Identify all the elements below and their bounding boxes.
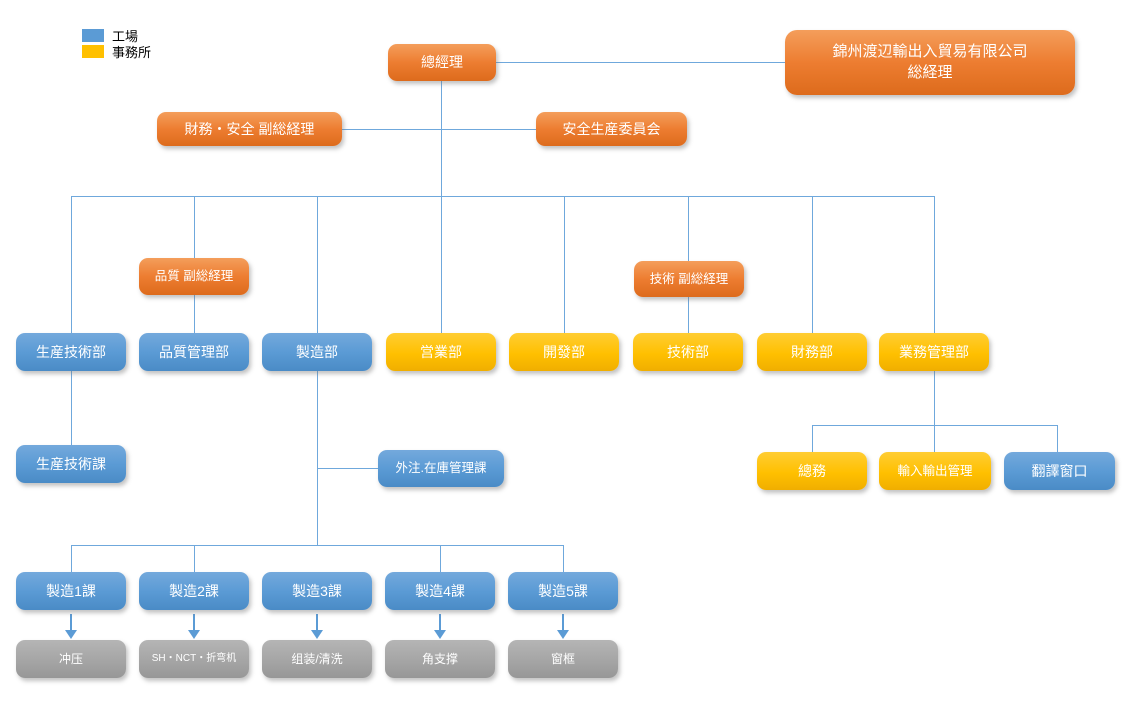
connector-line — [812, 196, 813, 333]
node-safety-production-committee: 安全生産委員会 — [536, 112, 687, 146]
node-quality-vice-gm: 品質 副総経理 — [139, 258, 249, 295]
connector-line — [317, 468, 378, 469]
node-general-affairs: 總務 — [757, 452, 867, 490]
node-mfg-section-5: 製造5課 — [508, 572, 618, 610]
node-sales-dept: 営業部 — [386, 333, 496, 371]
legend-item-office: 事務所 — [82, 43, 152, 60]
node-process-assembly-cleaning: 组装/清洗 — [262, 640, 372, 678]
connector-line — [317, 196, 318, 333]
node-finance-dept: 財務部 — [757, 333, 867, 371]
node-import-export-mgmt: 輸入輸出管理 — [879, 452, 991, 490]
node-general-manager: 總經理 — [388, 44, 496, 81]
node-process-stamping: 冲压 — [16, 640, 126, 678]
node-manufacturing-dept: 製造部 — [262, 333, 372, 371]
node-translation-window: 翻譯窗口 — [1004, 452, 1115, 490]
node-mfg-section-4: 製造4課 — [385, 572, 495, 610]
node-quality-mgmt-dept: 品質管理部 — [139, 333, 249, 371]
connector-line — [194, 545, 195, 572]
connector-line — [934, 196, 935, 333]
connector-line — [934, 425, 935, 452]
connector-line — [934, 371, 935, 425]
node-mfg-section-2: 製造2課 — [139, 572, 249, 610]
node-technology-dept: 技術部 — [633, 333, 743, 371]
node-production-tech-dept: 生産技術部 — [16, 333, 126, 371]
connector-line — [441, 196, 442, 333]
node-development-dept: 開發部 — [509, 333, 619, 371]
connector-line — [563, 545, 564, 572]
connector-line — [440, 545, 441, 572]
node-process-window-frame: 窗框 — [508, 640, 618, 678]
connector-line — [441, 81, 442, 196]
connector-line — [342, 129, 536, 130]
company-name-line: 錦州渡辺輸出入貿易有限公司 — [832, 43, 1028, 61]
office-color-swatch — [82, 44, 104, 58]
legend-label: 工場 — [112, 28, 139, 44]
node-production-tech-section: 生産技術課 — [16, 445, 126, 483]
legend: 工場 事務所 — [82, 27, 152, 60]
factory-color-swatch — [82, 28, 104, 42]
legend-item-factory: 工場 — [82, 27, 151, 44]
node-technology-vice-gm: 技術 副総経理 — [634, 261, 744, 297]
node-outsourcing-inventory-section: 外注.在庫管理課 — [378, 450, 504, 487]
node-business-mgmt-dept: 業務管理部 — [879, 333, 989, 371]
node-process-sh-nct-bending: SH・NCT・折弯机 — [139, 640, 249, 678]
connector-line — [564, 196, 565, 333]
legend-label: 事務所 — [112, 44, 152, 60]
connector-line — [812, 425, 813, 452]
connector-line — [71, 371, 72, 445]
connector-line — [71, 196, 72, 333]
node-mfg-section-1: 製造1課 — [16, 572, 126, 610]
node-trading-company-gm: 錦州渡辺輸出入貿易有限公司 総経理 — [785, 30, 1075, 95]
connector-line — [71, 545, 563, 546]
node-mfg-section-3: 製造3課 — [262, 572, 372, 610]
connector-line — [317, 371, 318, 545]
company-title-line: 総経理 — [907, 63, 953, 81]
connector-line — [71, 196, 934, 197]
connector-line — [496, 62, 785, 63]
connector-line — [71, 545, 72, 572]
connector-line — [1057, 425, 1058, 452]
node-finance-safety-vice-gm: 財務・安全 副総経理 — [157, 112, 342, 146]
node-process-corner-support: 角支撑 — [385, 640, 495, 678]
